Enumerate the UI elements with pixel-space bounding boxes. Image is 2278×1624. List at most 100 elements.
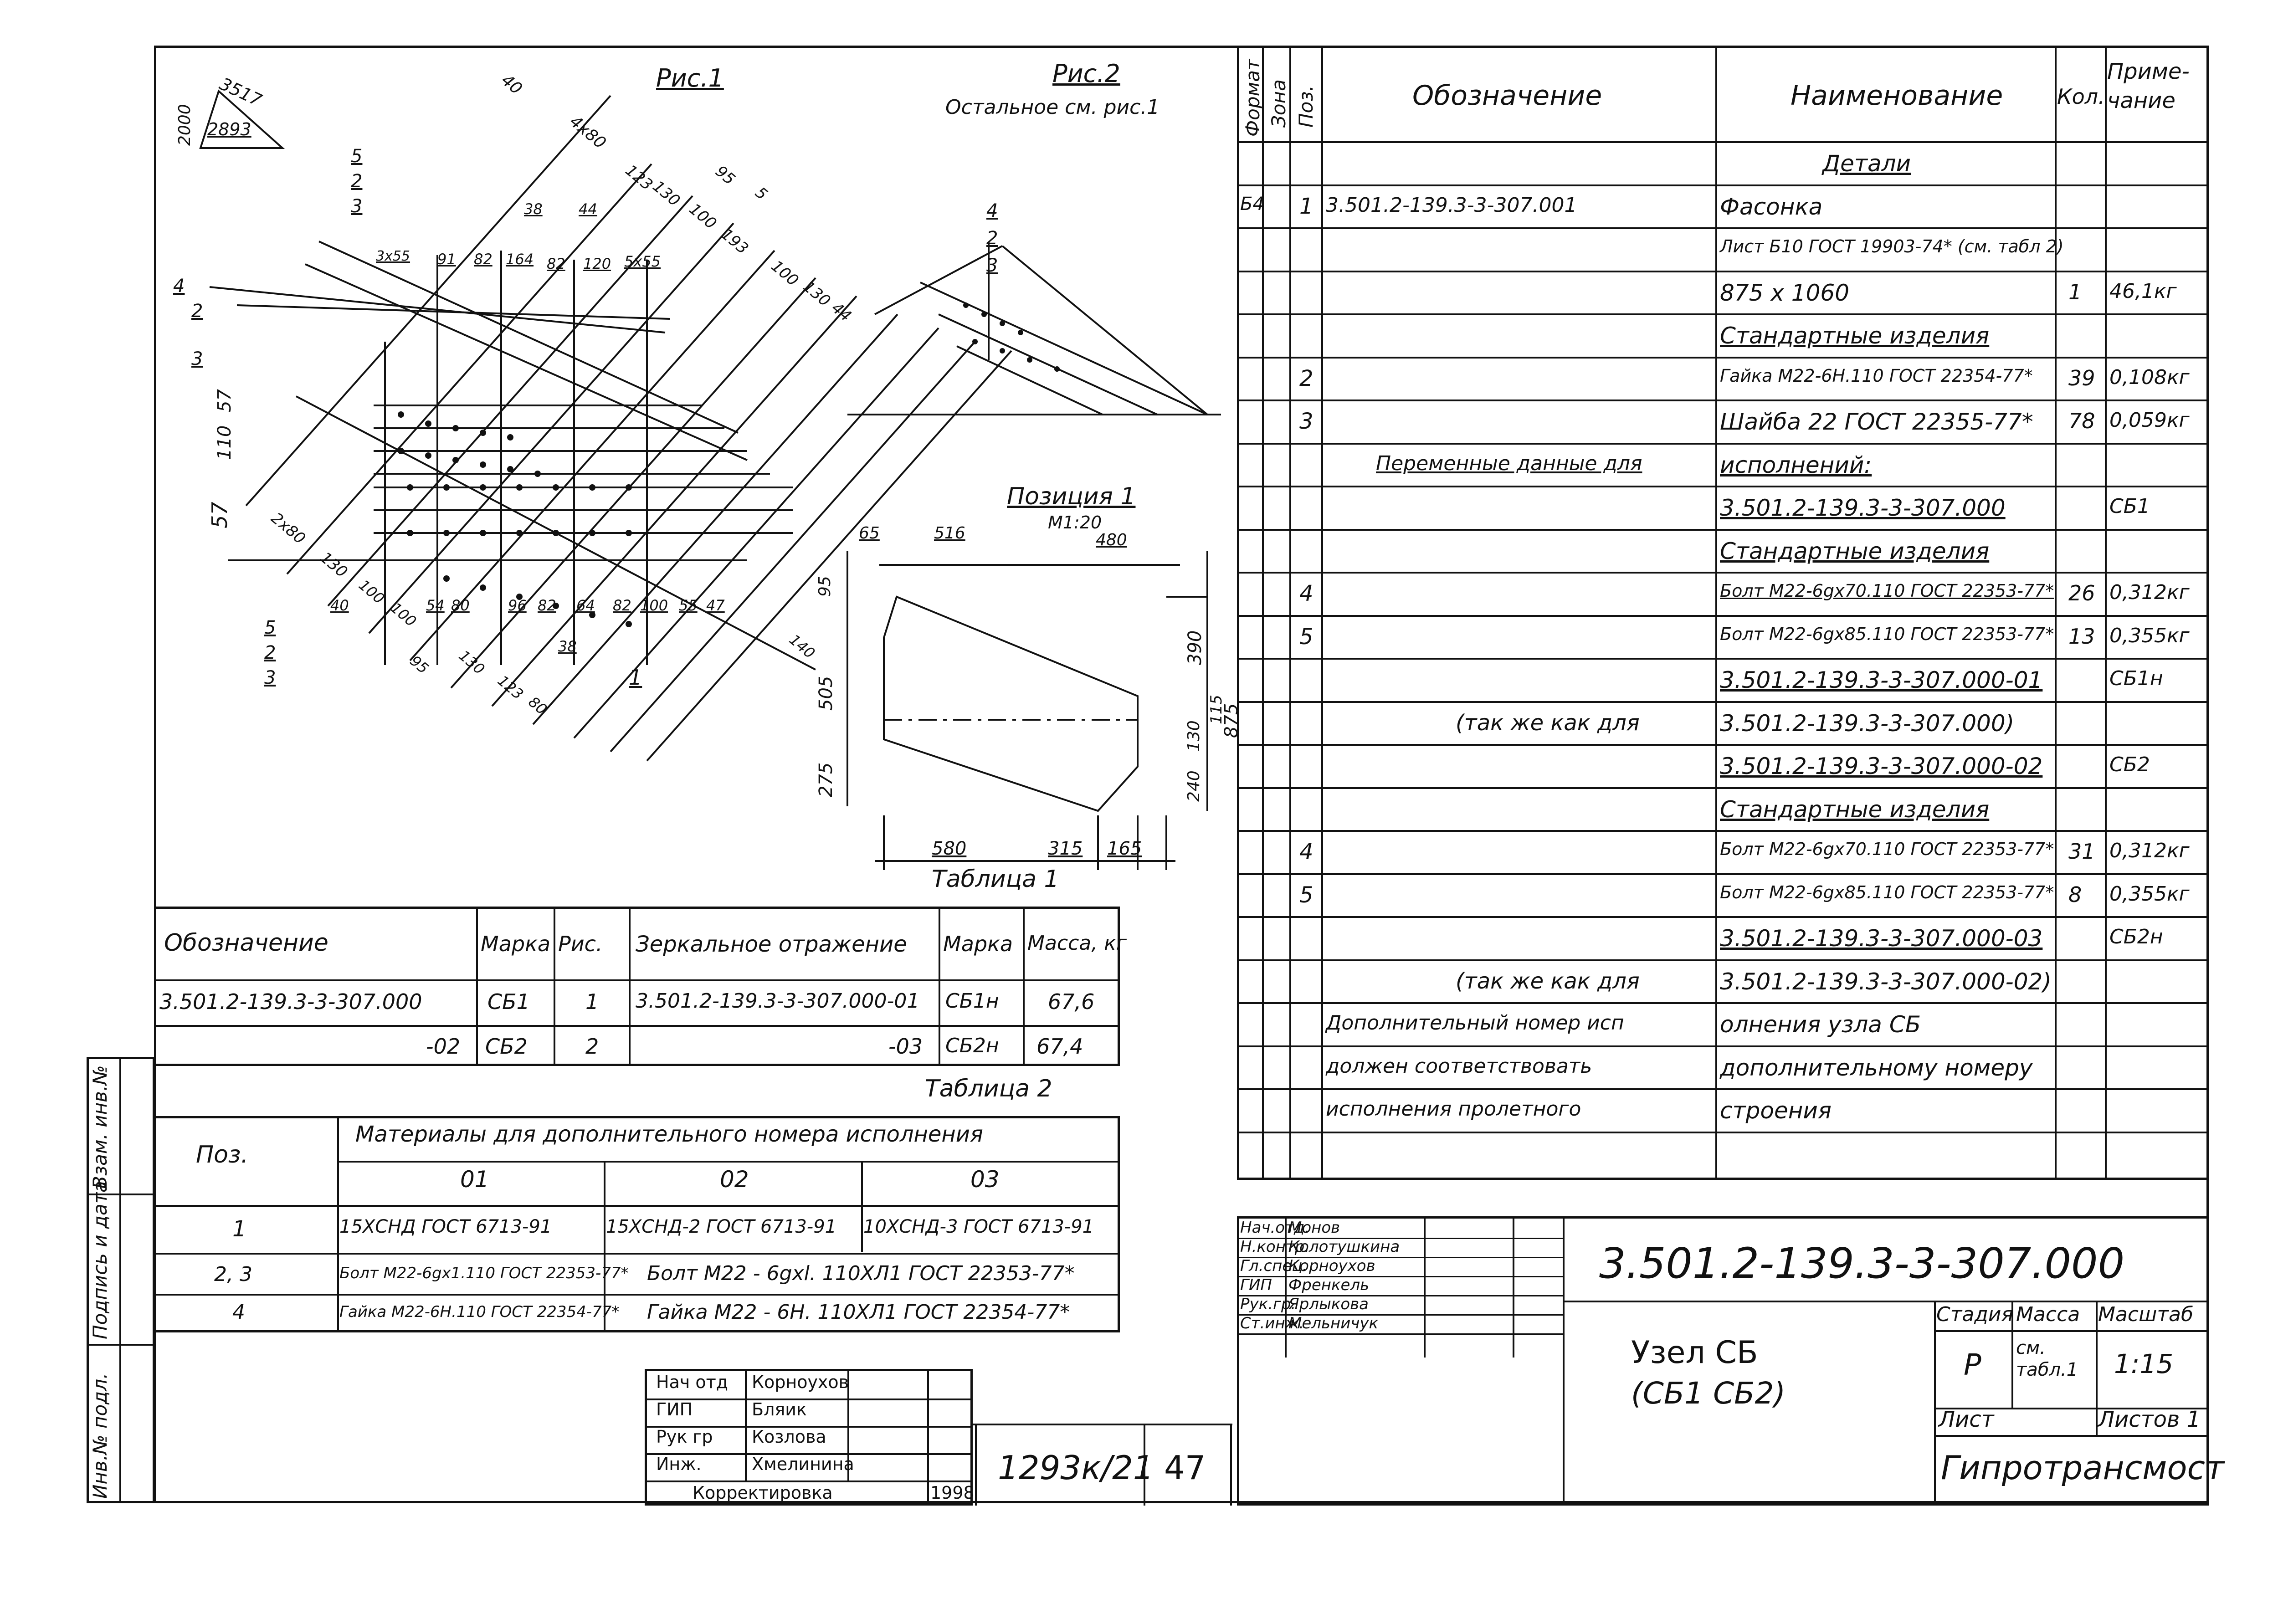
- spec-cell-n: строения: [1720, 1097, 1832, 1124]
- fig1-title: Рис.1: [656, 64, 724, 92]
- table1-header: Масса, кг: [1027, 932, 1127, 955]
- spec-row-divider: [1237, 873, 2209, 875]
- correction-year: 1998: [930, 1483, 975, 1503]
- title-role: ГИП: [1240, 1276, 1272, 1294]
- spec-cell-m: 0,312кг: [2109, 839, 2190, 862]
- title-person: Ярлыкова: [1288, 1295, 1369, 1313]
- spec-row-divider: [1237, 787, 2209, 789]
- pos1-dim: 130: [1185, 720, 1203, 752]
- table2: [154, 1116, 1120, 1332]
- dim-label: 91: [437, 251, 456, 268]
- scale-value: 1:15: [2114, 1348, 2174, 1379]
- callout-label: 3: [351, 196, 363, 217]
- spec-cell-n: Болт М22-6gх70.110 ГОСТ 22353-77*: [1720, 581, 2054, 601]
- spec-cell-n: 875 x 1060: [1720, 279, 1850, 306]
- dim-label: 110: [214, 425, 235, 460]
- title-role: Нач.отд.: [1240, 1219, 1310, 1237]
- table1-cell: СБ2н: [945, 1034, 999, 1057]
- dim-label: 5x55: [624, 253, 661, 270]
- table2-cell: 1: [232, 1216, 246, 1242]
- table2-cell: Болт М22 - 6gхl. 110ХЛ1 ГОСТ 22353-77*: [647, 1262, 1075, 1285]
- spec-cell-q: 13: [2068, 624, 2095, 649]
- spec-row-divider: [1237, 572, 2209, 574]
- table1-cell: 3.501.2-139.3-3-307.000-01: [636, 989, 920, 1013]
- spec-row-divider: [1237, 1045, 2209, 1047]
- spec-cell-m: СБ2: [2109, 753, 2150, 776]
- spec-cell-d: исполнения пролетного: [1326, 1097, 1581, 1121]
- pos1-dim: 390: [1185, 630, 1206, 665]
- fig2-title: Рис.2: [1052, 59, 1120, 88]
- spec-cell-d: Дополнительный номер исп: [1326, 1011, 1624, 1035]
- table1-cell: СБ1: [487, 989, 530, 1014]
- spec-cell-d: 3.501.2-139.3-3-307.001: [1326, 193, 1577, 217]
- table1-cell: 3.501.2-139.3-3-307.000: [159, 989, 422, 1014]
- dim-label: 38: [524, 200, 543, 218]
- spec-row-divider: [1237, 959, 2209, 961]
- correction-person: Козлова: [752, 1427, 826, 1447]
- callout-label: 2: [351, 171, 363, 192]
- spec-cell-n: Гайка М22-6Н.110 ГОСТ 22354-77*: [1720, 365, 2033, 386]
- title-role: Н.контр.: [1240, 1238, 1310, 1256]
- spec-cell-p: 3: [1299, 409, 1313, 434]
- title-role: Ст.инж.: [1240, 1314, 1304, 1332]
- dim-label: 82: [613, 597, 631, 614]
- spec-cell-d: Переменные данные для: [1376, 451, 1642, 475]
- pos1-dim: 505: [816, 676, 836, 711]
- spec-cell-q: 8: [2068, 882, 2082, 907]
- callout-label: 2: [191, 301, 203, 322]
- mass-label: Масса: [2016, 1303, 2080, 1326]
- title-role: Гл.спец.: [1240, 1257, 1308, 1275]
- spec-cell-n: 3.501.2-139.3-3-307.000): [1720, 710, 2015, 737]
- spec-row-divider: [1237, 227, 2209, 229]
- fig2-callout: 3: [986, 255, 998, 276]
- spec-row-divider: [1237, 916, 2209, 918]
- spec-table: [1237, 46, 2209, 1180]
- table1-cell: 1: [585, 989, 599, 1014]
- side-stamp-inv: Инв.№ подл.: [89, 1373, 111, 1499]
- dim-label: 82: [547, 255, 565, 272]
- dim-label: 57: [207, 502, 232, 528]
- spec-cell-p: 4: [1299, 839, 1313, 865]
- spec-cell-f: Б4: [1240, 193, 1264, 215]
- title-person: Монов: [1288, 1219, 1340, 1237]
- spec-row-divider: [1237, 830, 2209, 832]
- correction-label: Корректировка: [693, 1483, 833, 1503]
- table1-header: Рис.: [558, 932, 603, 956]
- spec-cell-m: 0,059кг: [2109, 409, 2190, 432]
- table1-cell: 67,6: [1048, 989, 1095, 1014]
- pos1-dim: 275: [816, 762, 836, 797]
- dim-label: 57: [214, 389, 235, 412]
- pos1-dim: 315: [1048, 838, 1083, 859]
- sheets-label: Листов 1: [2098, 1407, 2201, 1432]
- table1: [154, 907, 1120, 1066]
- spec-row-divider: [1237, 1002, 2209, 1004]
- table2-subheader: 01: [460, 1166, 489, 1193]
- spec-cell-n: Болт М22-6gх85.110 ГОСТ 22353-77*: [1720, 624, 2054, 644]
- spec-cell-q: 31: [2068, 839, 2095, 864]
- dim-label: 100: [640, 597, 668, 614]
- scale-label: Масштаб: [2098, 1303, 2194, 1326]
- spec-cell-n: Стандартные изделия: [1720, 538, 1990, 564]
- dim-label: 82: [538, 597, 556, 614]
- correction-person: Хмелинина: [752, 1454, 854, 1474]
- mass-value: см. табл.1: [2016, 1337, 2078, 1380]
- table2-subheader: 03: [970, 1166, 1000, 1193]
- table2-cell: 4: [232, 1301, 245, 1324]
- spec-row-divider: [1237, 1131, 2209, 1133]
- stage-value: Р: [1964, 1348, 1981, 1382]
- spec-cell-n: 3.501.2-139.3-3-307.000-02): [1720, 968, 2052, 995]
- callout-label: 5: [351, 146, 363, 167]
- spec-cell-d: (так же как для: [1456, 968, 1640, 994]
- table1-header: Марка: [943, 932, 1013, 956]
- fig2-callout: 4: [986, 200, 998, 221]
- pos1-dim: 165: [1107, 838, 1142, 859]
- spec-cell-n: 3.501.2-139.3-3-307.000-01: [1720, 667, 2043, 693]
- side-stamp-sign: Подпись и дата: [89, 1181, 111, 1339]
- dim-label: 164: [506, 251, 534, 268]
- spec-cell-n: Фасонка: [1720, 193, 1823, 220]
- callout-label: 3: [264, 667, 276, 688]
- table2-pos-header: Поз.: [196, 1141, 249, 1168]
- spec-cell-n: 3.501.2-139.3-3-307.000: [1720, 495, 2006, 521]
- table2-cell: 15ХСНД-2 ГОСТ 6713-91: [606, 1216, 837, 1237]
